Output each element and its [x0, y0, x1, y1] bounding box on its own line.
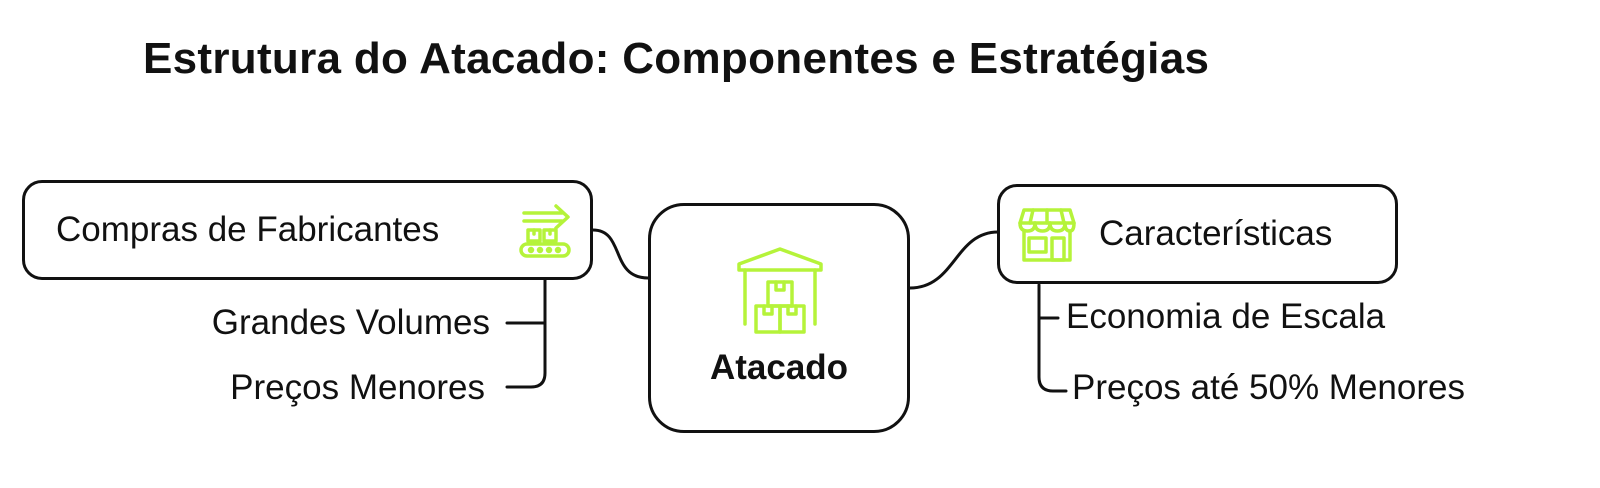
conveyor-belt-icon — [518, 204, 574, 265]
leaf-economia-de-escala: Economia de Escala — [1066, 297, 1386, 336]
warehouse-icon — [736, 246, 824, 343]
node-caracteristicas: Características — [997, 184, 1398, 284]
storefront-icon — [1018, 207, 1076, 268]
leaf-precos-ate-50-menores: Preços até 50% Menores — [1072, 368, 1465, 407]
connector-left-children — [505, 278, 547, 389]
connector-right-to-center — [908, 230, 1000, 290]
connector-left-to-center — [591, 228, 650, 280]
node-label: Compras de Fabricantes — [56, 210, 440, 249]
leaf-precos-menores: Preços Menores — [230, 368, 485, 407]
node-compras-de-fabricantes: Compras de Fabricantes — [22, 180, 593, 280]
connector-right-children — [1037, 283, 1068, 393]
node-label: Características — [1099, 214, 1333, 253]
node-label: Atacado — [709, 348, 849, 387]
page-title: Estrutura do Atacado: Componentes e Estr… — [143, 34, 1210, 83]
node-atacado-center: Atacado — [648, 203, 910, 433]
leaf-grandes-volumes: Grandes Volumes — [211, 303, 490, 342]
